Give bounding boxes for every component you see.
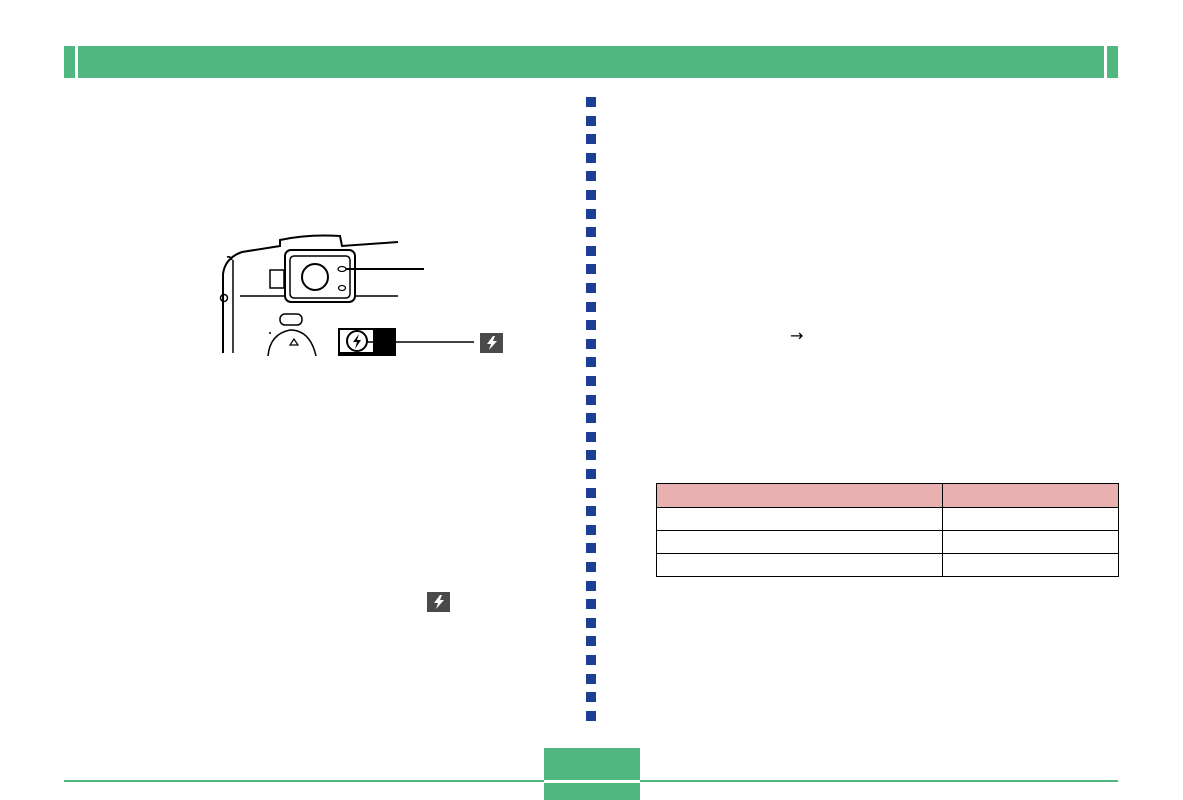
- divider-dot: [586, 618, 596, 628]
- divider-dot: [586, 581, 596, 591]
- divider-dot: [586, 97, 596, 107]
- table-header-row: [656, 483, 1119, 508]
- footer-rule-right: [640, 780, 1118, 782]
- camera-illustration: [219, 234, 474, 356]
- table-cell: [656, 507, 943, 531]
- divider-dot: [586, 134, 596, 144]
- divider-dot: [586, 562, 596, 572]
- table-cell: [942, 553, 1119, 577]
- divider-dot: [586, 153, 596, 163]
- divider-dot: [586, 246, 596, 256]
- table-cell: [942, 507, 1119, 531]
- divider-dot: [586, 227, 596, 237]
- divider-dot: [586, 413, 596, 423]
- divider-dot: [586, 655, 596, 665]
- table-header-cell: [942, 483, 1119, 508]
- divider-dot: [586, 674, 596, 684]
- divider-dot: [586, 171, 596, 181]
- divider-dot: [586, 376, 596, 386]
- arrow-icon: →: [790, 326, 804, 345]
- flash-icon: [427, 592, 450, 612]
- divider-dot: [586, 264, 596, 274]
- table-cell: [942, 530, 1119, 554]
- divider-dot: [586, 711, 596, 721]
- header-notch-right: [1104, 46, 1107, 78]
- divider-dot: [586, 432, 596, 442]
- dotted-column-divider: [586, 97, 596, 722]
- header-notch-left: [75, 46, 78, 78]
- divider-dot: [586, 116, 596, 126]
- divider-dot: [586, 209, 596, 219]
- page-tab-gap: [544, 780, 640, 783]
- data-table: [656, 483, 1119, 577]
- divider-dot: [586, 302, 596, 312]
- table-row: [656, 553, 1119, 577]
- table-header-cell: [656, 483, 943, 508]
- divider-dot: [586, 339, 596, 349]
- footer-rule-left: [64, 780, 544, 782]
- table-row: [656, 530, 1119, 554]
- divider-dot: [586, 599, 596, 609]
- divider-dot: [586, 283, 596, 293]
- divider-dot: [586, 543, 596, 553]
- divider-dot: [586, 506, 596, 516]
- header-bar: [64, 46, 1118, 78]
- divider-dot: [586, 190, 596, 200]
- divider-dot: [586, 469, 596, 479]
- divider-dot: [586, 525, 596, 535]
- flash-icon: [480, 333, 503, 353]
- table-cell: [656, 553, 943, 577]
- divider-dot: [586, 320, 596, 330]
- divider-dot: [586, 395, 596, 405]
- divider-dot: [586, 450, 596, 460]
- page-number-tab: [544, 748, 640, 800]
- divider-dot: [586, 692, 596, 702]
- table-row: [656, 507, 1119, 531]
- divider-dot: [586, 636, 596, 646]
- table-cell: [656, 530, 943, 554]
- divider-dot: [586, 488, 596, 498]
- divider-dot: [586, 357, 596, 367]
